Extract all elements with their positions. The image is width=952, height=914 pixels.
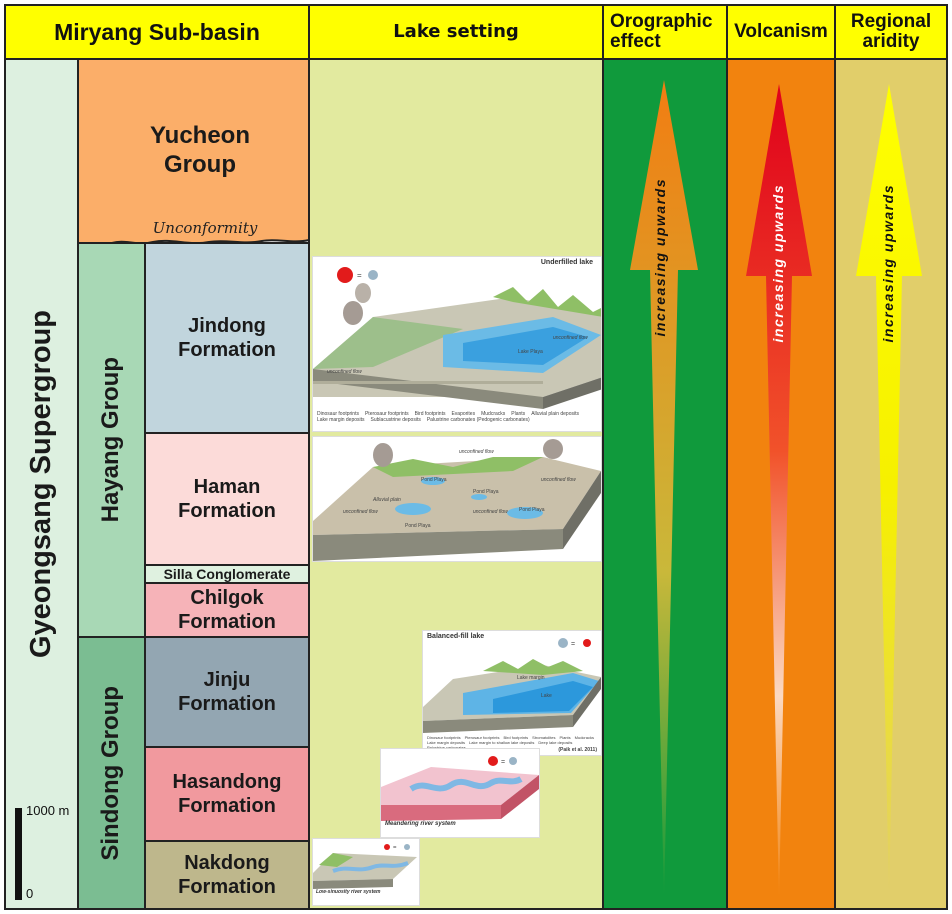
haman-label-1: unconfined flow <box>541 477 576 483</box>
underfilled-legend-2: Bird footprints <box>414 411 446 417</box>
orographic-arrow-label: increasing upwards <box>652 178 668 337</box>
underfilled-legend-4: Mudcracks <box>481 411 506 417</box>
underfilled-lake-panel: = Underfilled lake unconfined flow uncon… <box>312 256 602 432</box>
balanced-legend: Dinosaur footprints Pterosaur footprints… <box>427 735 601 750</box>
jindong-formation-label: Jindong Formation <box>178 315 276 361</box>
jinju-formation-label: Jinju Formation <box>178 669 276 715</box>
header-basin-label: Miryang Sub-basin <box>54 18 260 45</box>
svg-text:=: = <box>501 759 505 766</box>
balanced-fill-lake-panel: = Balanced-fill lake Lake margin Lake Di… <box>422 630 602 756</box>
header-lake-label: Lake setting <box>393 20 519 42</box>
header-volcanism: Volcanism <box>726 4 836 60</box>
haman-label-8: unconfined flow <box>473 509 508 515</box>
aridity-arrow-label: increasing upwards <box>880 184 896 343</box>
scale-bar <box>15 808 22 900</box>
header-aridity-label: Regional aridity <box>850 11 932 52</box>
silla-conglomerate: Silla Conglomerate <box>144 564 310 584</box>
underfilled-legend-1: Pterosaur footprints <box>364 411 409 417</box>
balanced-legend-3: Stromatolites <box>532 735 556 740</box>
scale-bottom-label: 0 <box>26 886 34 901</box>
balanced-citation: (Paik et al. 2011) <box>558 747 597 753</box>
underfilled-label-0: unconfined flow <box>553 335 588 341</box>
unconformity-label: Unconformity <box>152 219 258 237</box>
hasandong-formation: Hasandong Formation <box>144 746 310 842</box>
hayang-group-label: Hayang Group <box>97 357 125 523</box>
aridity-arrow <box>856 84 922 900</box>
balanced-fill-lake-block-diagram: = <box>423 638 601 733</box>
balanced-legend-5: Mudcracks <box>574 735 594 740</box>
volcanism-arrow-label: increasing upwards <box>770 184 786 343</box>
haman-playa-panel: unconfined flow unconfined flow Alluvial… <box>312 436 602 562</box>
chilgok-formation: Chilgok Formation <box>144 582 310 638</box>
underfilled-legend-6: Alluvial plain deposits <box>531 411 579 417</box>
haman-label-0: unconfined flow <box>459 449 494 455</box>
hasandong-formation-label: Hasandong Formation <box>172 771 282 817</box>
meandering-river-caption: Meandering river system <box>385 821 456 827</box>
underfilled-legend-8: Sublacustrine deposits <box>370 417 421 423</box>
underfilled-legend-5: Plants <box>511 411 526 417</box>
header-basin: Miryang Sub-basin <box>4 4 310 60</box>
low-sinuosity-river-panel: = Low-sinuosity river system <box>312 838 420 906</box>
hayang-group-column: Hayang Group <box>77 242 146 638</box>
nakdong-formation-label: Nakdong Formation <box>178 852 276 898</box>
balanced-legend-9: Palustrine carbonates <box>427 745 466 750</box>
haman-label-5: Pond Playa <box>405 523 431 529</box>
underfilled-legend-9: Palustrine carbonates (Pedogenic carbona… <box>426 417 530 423</box>
underfilled-lake-title: Underfilled lake <box>540 259 593 266</box>
underfilled-lake-block-diagram: = <box>313 267 601 409</box>
haman-label-3: Pond Playa <box>421 477 447 483</box>
nakdong-formation: Nakdong Formation <box>144 840 310 910</box>
balanced-legend-8: Deep lake deposits <box>538 740 573 745</box>
haman-formation-label: Haman Formation <box>178 476 276 522</box>
haman-label-2: Alluvial plain <box>373 497 401 503</box>
haman-label-7: Pond Playa <box>519 507 545 513</box>
balanced-legend-0: Dinosaur footprints <box>427 735 461 740</box>
chilgok-formation-label: Chilgok Formation <box>178 587 276 633</box>
sindong-group-label: Sindong Group <box>97 685 125 861</box>
jindong-formation: Jindong Formation <box>144 242 310 434</box>
supergroup-label: Gyeongsang Supergroup <box>25 309 58 659</box>
underfilled-legend-3: Evaporites <box>451 411 476 417</box>
underfilled-label-2: Lake Playa <box>518 349 543 355</box>
balanced-label-1: Lake <box>541 693 552 699</box>
low-sinuosity-river-caption: Low-sinuosity river system <box>316 889 381 895</box>
balanced-label-0: Lake margin <box>517 675 545 681</box>
svg-text:=: = <box>393 845 397 851</box>
scale-top-label: 1000 m <box>26 803 70 818</box>
underfilled-legend-7: Lake margin deposits <box>317 417 365 423</box>
sindong-group-column: Sindong Group <box>77 636 146 910</box>
balanced-legend-1: Pterosaur footprints <box>464 735 500 740</box>
underfilled-legend: Dinosaur footprints Pterosaur footprints… <box>317 411 601 423</box>
header-orographic-label: Orographic effect <box>610 11 713 52</box>
silla-conglomerate-label: Silla Conglomerate <box>163 565 291 582</box>
supergroup-column: Gyeongsang Supergroup <box>4 58 79 910</box>
yucheon-group-label: Yucheon Group <box>149 122 251 178</box>
svg-text:=: = <box>357 271 362 280</box>
low-sinuosity-river-block-diagram: = <box>313 844 417 889</box>
header-orographic: Orographic effect <box>602 4 728 60</box>
haman-label-4: unconfined flow <box>343 509 378 515</box>
orographic-arrow <box>630 80 698 900</box>
balanced-fill-lake-title: Balanced-fill lake <box>427 633 485 640</box>
haman-formation: Haman Formation <box>144 432 310 566</box>
haman-label-6: Pond Playa <box>473 489 499 495</box>
balanced-legend-7: Lake margin to shallow lake deposits <box>469 740 535 745</box>
balanced-legend-6: Lake margin deposits <box>427 740 466 745</box>
header-volcanism-label: Volcanism <box>734 21 828 43</box>
underfilled-legend-0: Dinosaur footprints <box>317 411 359 417</box>
header-lake-setting: Lake setting <box>308 4 604 60</box>
volcanism-arrow <box>746 84 812 900</box>
jinju-formation: Jinju Formation <box>144 636 310 748</box>
meandering-river-panel: = Meandering river system <box>380 748 540 838</box>
svg-text:=: = <box>571 641 575 648</box>
haman-playa-block-diagram <box>313 439 601 561</box>
balanced-legend-4: Plants <box>559 735 571 740</box>
underfilled-label-1: unconfined flow <box>327 369 362 375</box>
meandering-river-block-diagram: = <box>381 756 539 821</box>
header-aridity: Regional aridity <box>834 4 948 60</box>
balanced-legend-2: Bird footprints <box>503 735 529 740</box>
